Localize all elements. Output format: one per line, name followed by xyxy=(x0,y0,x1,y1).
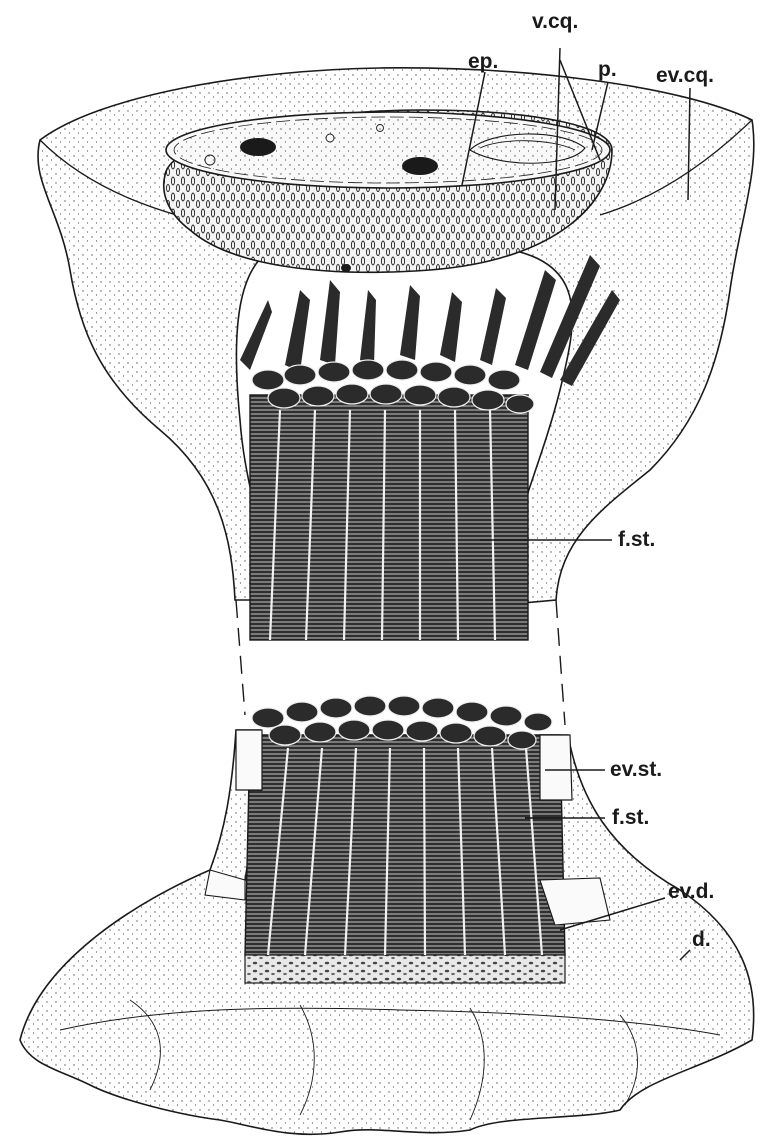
label-fst-lower: f.st. xyxy=(612,806,649,829)
upper-fiber-bundle xyxy=(250,360,534,640)
label-ep: ep. xyxy=(468,50,498,73)
label-evd: ev.d. xyxy=(668,880,714,903)
label-evst: ev.st. xyxy=(610,758,662,781)
lower-fiber-bundle xyxy=(205,696,610,983)
label-d: d. xyxy=(692,928,711,951)
label-p: p. xyxy=(598,58,617,81)
label-vcq: v.cq. xyxy=(532,10,578,33)
label-evcq: ev.cq. xyxy=(656,64,714,87)
label-fst-upper: f.st. xyxy=(618,528,655,551)
